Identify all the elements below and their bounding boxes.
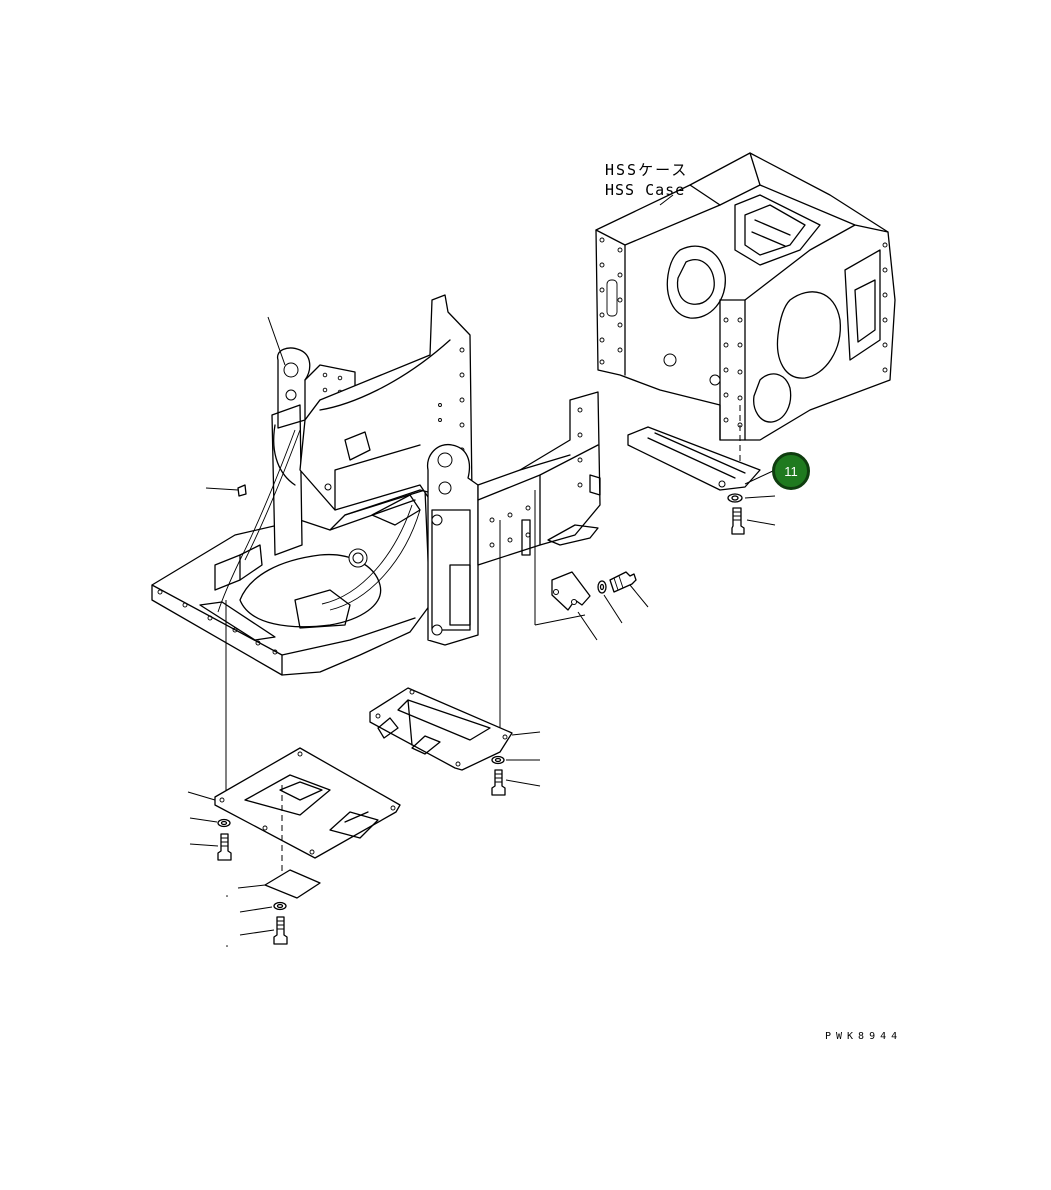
main-frame [151,294,601,676]
hss-case-label: HSSケース HSS Case [605,160,688,200]
case-gasket [627,426,761,491]
ref-dot [226,895,228,897]
part-callout-number: 11 [784,463,798,479]
hss-case-label-en: HSS Case [605,181,686,199]
access-plate [237,869,321,945]
case-leader-line [659,194,674,206]
ref-dot [226,945,228,947]
hss-case [595,152,896,470]
hss-case-label-jp: HSSケース [605,161,689,179]
case-washer-bolt [727,469,776,535]
middle-cover-plate [369,687,541,796]
side-bracket [551,571,649,641]
part-callout-11[interactable]: 11 [772,452,810,490]
lower-cover-plate [187,747,401,880]
drawing-code: PWK8944 [825,1031,903,1042]
frame-reference-lines [205,316,586,800]
